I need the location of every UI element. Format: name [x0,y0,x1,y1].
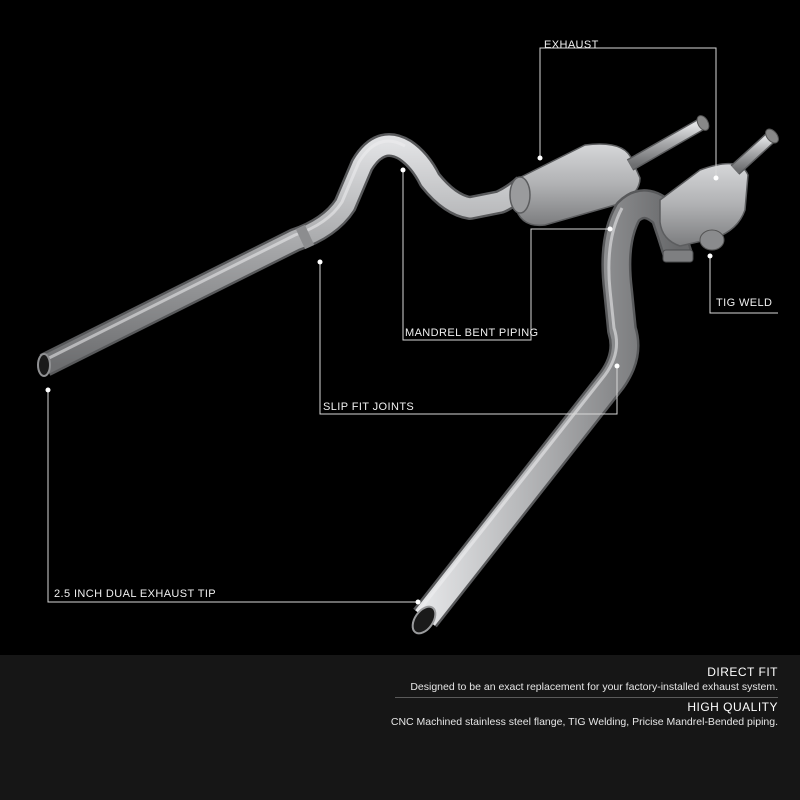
callout-tig-weld: TIG WELD [716,297,773,309]
feature-divider [395,697,778,698]
callout-slip-fit-joints: SLIP FIT JOINTS [323,401,415,413]
feature-description: CNC Machined stainless steel flange, TIG… [390,716,778,728]
feature-title: DIRECT FIT [707,665,778,679]
info-panel: DIRECT FIT Designed to be an exact repla… [0,655,800,800]
slip-fit-leader [319,262,618,415]
left-pipe-assembly [37,115,710,377]
exhaust-leader [539,47,717,176]
feature-high-quality: HIGH QUALITY CNC Machined stainless stee… [391,700,778,729]
right-muffler [659,162,749,251]
right-pipe-assembly [411,128,779,635]
feature-description: Designed to be an exact replacement for … [410,681,778,693]
feature-direct-fit: DIRECT FIT Designed to be an exact repla… [410,665,778,694]
callout-exhaust: EXHAUST [544,39,599,51]
callout-mandrel-bent-piping: MANDREL BENT PIPING [405,327,539,339]
right-pipe-end [411,605,437,635]
tig-weld-leader [709,256,778,314]
left-muffler [509,143,641,227]
mandrel-leader [402,170,610,341]
callout-lines [45,47,778,605]
callout-dual-exhaust-tip: 2.5 INCH DUAL EXHAUST TIP [54,588,217,600]
dual-tip-leader [47,390,418,603]
left-pipe-end [37,353,51,377]
feature-title: HIGH QUALITY [687,700,778,714]
